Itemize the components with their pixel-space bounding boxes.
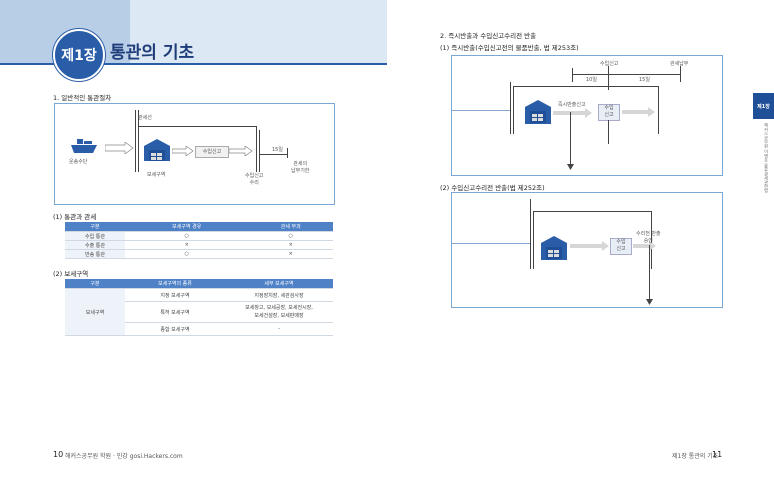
days10-label: 10일 [586,77,597,83]
section1-heading: 1. 일반적인 통관절차 [53,94,112,102]
table-cell: 수출 통관 [65,240,125,250]
table-cell: × [248,249,333,259]
footer-text: 해커스공무원 학원 · 인강 gosi.Hackers.com [65,453,183,460]
release-before-label: 수리전 반출 승인 [636,231,661,244]
table-row: 수입 통관 ○ ○ [65,231,333,241]
table-cell: × [125,240,249,250]
banner-rule [0,63,387,65]
import-decl-box: 수입 신고 [598,104,620,121]
table-cell: ○ [125,249,249,259]
sub1-heading: (1) 통관과 관세 [53,213,97,221]
arrow-icon [105,142,134,154]
table-row: 특허 보세구역 보세창고, 보세공장, 보세전시장, 보세건설장, 보세판매장 [65,301,333,323]
table-cell: - [225,322,333,336]
arrow-icon [553,108,592,118]
days15-label: 15일 [639,77,650,83]
chapter-title: 통관의 기초 [110,43,195,63]
transport-label: 운송수단 [69,159,88,165]
table-cell: 보세구역 [65,288,125,336]
table-row: 수출 통관 × × [65,240,333,250]
right-sub2-heading: (2) 수입신고수리전 반출(법 제252조) [440,184,545,192]
table-header: 보세구역의 종류 [125,279,225,289]
import-declaration-box: 수입신고 [195,146,229,158]
down-arrow-icon [567,164,574,170]
right-sub1-heading: (1) 즉시반출(수입신고전의 물품반출, 법 제253조) [440,44,579,52]
side-text: 해커스공무원 이명호 물류관세관련법 [764,123,769,193]
arrow-icon [229,146,253,156]
arrow-icon [622,107,655,117]
arrow-icon [172,146,194,156]
right-footer-text: 제1장 통관의 기초 [672,453,719,460]
right-page-number: 11 [712,450,723,459]
table-header: 세부 보세구역 [225,279,333,289]
customs-table: 구분 보세구역 경유 관세 부과 수입 통관 ○ ○ 수출 통관 × × 반송 … [65,222,333,259]
bonded-area-label: 보세구역 [147,172,166,178]
table-cell: 종합 보세구역 [125,322,225,336]
procedure-diagram: 관세선 운송수단 보세구역 수입신고 15일 수입신고 수리 관세의 납부기한 [54,103,335,205]
table-row: 보세구역 지정 보세구역 지정장치장, 세관검사장 [65,288,333,336]
acceptance-label: 수입신고 수리 [245,173,264,186]
table-cell: 특허 보세구역 [125,301,225,323]
chapter-badge: 제1장 [53,29,105,81]
table-header: 관세 부과 [248,222,333,232]
table-header: 구분 [65,279,125,289]
warehouse-icon [541,236,567,260]
sub2-heading: (2) 보세구역 [53,270,89,278]
table-header: 보세구역 경유 [125,222,249,232]
tax-payment-label: 관세납부 [670,61,689,67]
import-decl-top-label: 수입신고 [600,61,619,67]
ship-icon [71,139,97,153]
import-decl-box: 수입 신고 [610,238,632,255]
table-cell: ○ [248,231,333,241]
table-cell: × [248,240,333,250]
table-cell: ○ [125,231,249,241]
warehouse-icon [525,100,551,124]
customs-line-label: 관세선 [138,115,152,121]
table-cell: 지정장치장, 세관검사장 [225,288,333,302]
down-arrow-icon [646,299,653,305]
page-number: 10 [53,450,64,459]
side-tab: 제1장 [753,93,774,119]
arrow-icon [633,241,656,251]
table-cell: 수입 통관 [65,231,125,241]
table-cell: 지정 보세구역 [125,288,225,302]
release-label: 즉시반출신고 [558,102,586,108]
arrow-icon [570,241,609,251]
bonded-area-table: 구분 보세구역의 종류 세부 보세구역 보세구역 지정 보세구역 지정장치장, … [65,279,333,336]
warehouse-icon [144,139,170,161]
table-cell: 반송 통관 [65,249,125,259]
immediate-release-diagram: 수입신고 관세납부 10일 15일 즉시반출신고 수입 신고 [451,55,723,176]
tax-due-label: 관세의 납부기한 [291,161,310,174]
days-label: 15일 [272,147,283,153]
table-header: 구분 [65,222,125,232]
section2-heading: 2. 즉시반출과 수입신고수리전 반출 [440,32,537,40]
table-row: 반송 통관 ○ × [65,249,333,259]
table-cell: 보세창고, 보세공장, 보세전시장, 보세건설장, 보세판매장 [225,301,333,323]
release-before-acceptance-diagram: 수입 신고 수리전 반출 승인 [451,192,723,308]
table-row: 종합 보세구역 - [65,322,333,336]
